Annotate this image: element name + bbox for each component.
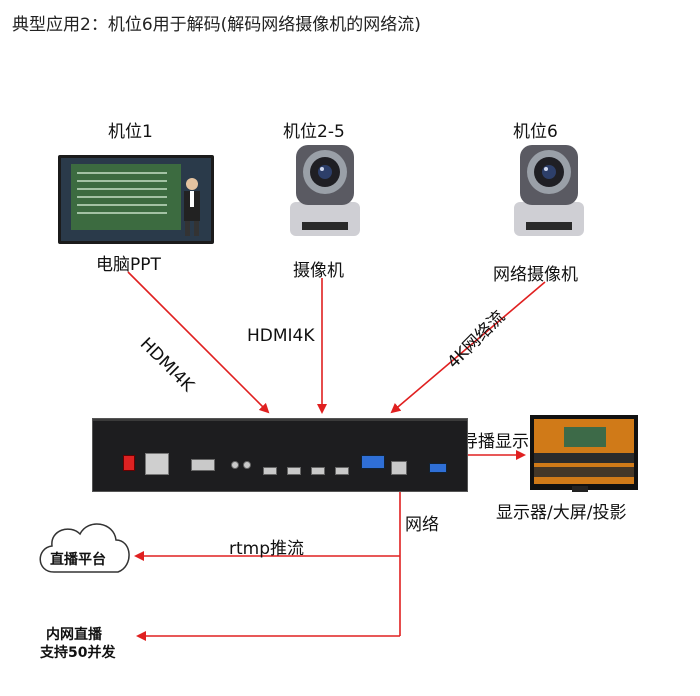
audio-port-icon (231, 461, 239, 469)
rtmp-stream-label: rtmp推流 (229, 539, 305, 559)
power-switch-icon (123, 455, 135, 471)
network-camera-label: 网络摄像机 (493, 265, 578, 285)
hdmi-in-port-4-icon (335, 467, 349, 475)
audio-port-icon-2 (243, 461, 251, 469)
position-6-label: 机位6 (513, 122, 558, 142)
position-1-label: 机位1 (108, 122, 153, 142)
encoder-device (92, 418, 468, 492)
monitor-stand (572, 486, 588, 492)
position-2-5-label: 机位2-5 (283, 122, 345, 142)
hdmi-link-label-2: HDMI4K (247, 326, 315, 346)
camera-label: 摄像机 (293, 261, 344, 281)
live-platform-label: 直播平台 (50, 552, 106, 568)
camera-image (290, 145, 360, 236)
usb-port-icon (429, 463, 447, 473)
network-label: 网络 (405, 515, 439, 535)
intranet-concurrency-label: 支持50并发 (40, 645, 116, 661)
diagram-title: 典型应用2：机位6用于解码(解码网络摄像机的网络流) (12, 15, 421, 35)
computer-ppt-label: 电脑PPT (96, 255, 161, 275)
cloud-icon (39, 523, 130, 573)
hdmi-in-port-2-icon (287, 467, 301, 475)
power-socket-icon (145, 453, 169, 475)
rs232-port-icon (191, 459, 215, 471)
network-camera-image (514, 145, 584, 236)
display-monitor-image (530, 415, 638, 490)
computer-ppt-image (58, 155, 214, 244)
display-link-label: 导播显示 (461, 432, 529, 452)
hdmi-in-port-3-icon (311, 467, 325, 475)
network-stream-arrow (390, 281, 546, 414)
ethernet-port-icon (391, 461, 407, 475)
hdmi-arrow-1 (127, 271, 270, 414)
vga-port-icon (361, 455, 385, 469)
display-output-label: 显示器/大屏/投影 (496, 503, 627, 523)
hdmi-in-port-1-icon (263, 467, 277, 475)
intranet-live-label: 内网直播 (46, 627, 102, 643)
